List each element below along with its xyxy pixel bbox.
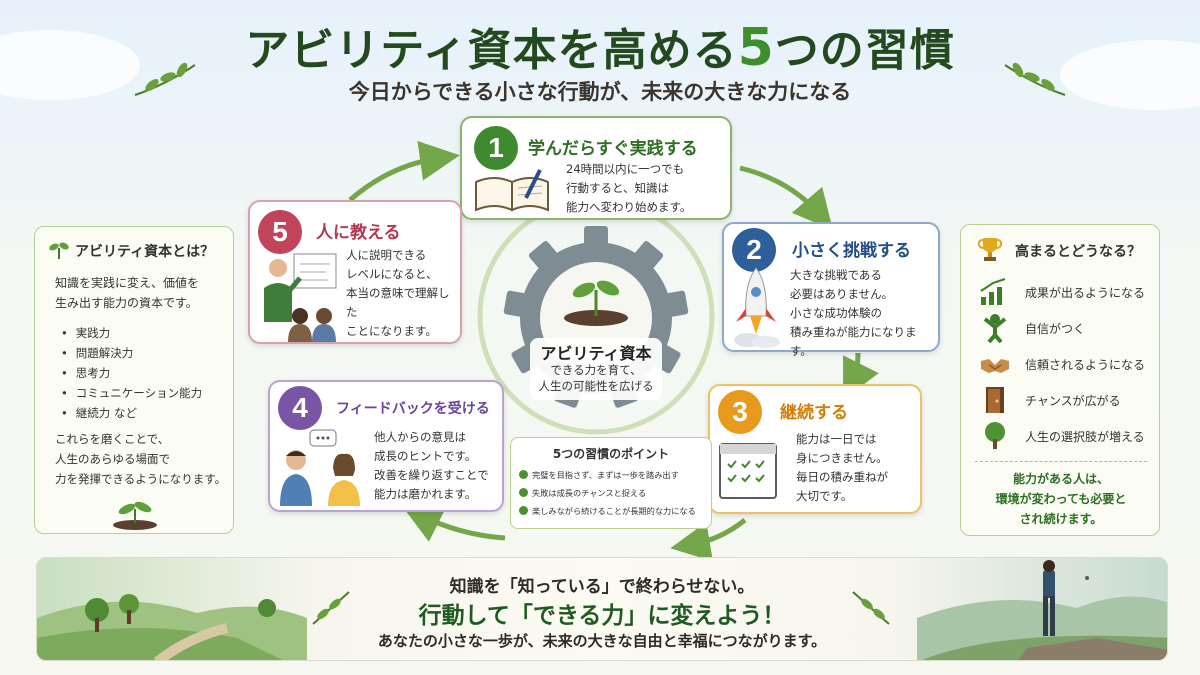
sprout-icon xyxy=(113,501,157,530)
habit-card-1: 1 学んだらすぐ実践する 24時間以内に一つでも 行動すると、知識は 能力へ変わ… xyxy=(460,116,732,220)
tree-icon xyxy=(985,422,1005,449)
benefit-item: 信頼されるようになる xyxy=(979,349,1145,379)
landscape-illustration xyxy=(37,560,1167,660)
benefit-item: チャンスが広がる xyxy=(979,385,1121,415)
list-item: 問題解決力 xyxy=(61,343,202,363)
panel-heading: アビリティ資本とは？ xyxy=(75,244,215,260)
banner-line-2: 行動して「できる力」に変えよう！ xyxy=(418,603,786,629)
habit-desc: 他人からの意見は 成長のヒントです。 改善を繰り返すことで 能力は磨かれます。 xyxy=(374,430,489,501)
open-door-icon xyxy=(986,387,1004,413)
panel-intro: 知識を実践に変え、価値を 生み出す能力の資本です。 xyxy=(55,276,200,310)
cloud-decoration xyxy=(1060,40,1200,110)
banner-line-1: 知識を「知っている」で終わらせない。 xyxy=(449,577,755,597)
panel-heading: 高まるとどうなる？ xyxy=(1015,244,1141,260)
habit-number-badge: 1 xyxy=(474,126,518,170)
leaf-sprig-icon xyxy=(1004,62,1066,96)
handshake-icon xyxy=(981,359,1009,373)
confident-person-icon xyxy=(983,314,1007,343)
habit-card-3: 3 継続する 能力は一日では 身につきません。 毎日の積み重ねが 大切です。 xyxy=(708,384,922,514)
cloud-decoration xyxy=(0,30,140,100)
calendar-icon xyxy=(719,443,777,499)
ability-capital-definition-panel: アビリティ資本とは？ 知識を実践に変え、価値を 生み出す能力の資本です。 実践力… xyxy=(34,226,234,534)
habit-title: フィードバックを受ける xyxy=(336,401,490,417)
book-icon xyxy=(475,169,549,212)
points-heading: 5つの習慣のポイント xyxy=(552,447,670,461)
habit-title: 人に教える xyxy=(316,223,401,243)
banner-line-3: あなたの小さな一歩が、未来の大きな自由と幸福につながります。 xyxy=(377,632,827,650)
habit-number-badge: 3 xyxy=(718,390,762,434)
check-icon xyxy=(519,488,528,497)
list-item: 楽しみながら続けることが長期的な力になる xyxy=(519,502,696,520)
habit-desc: 人に説明できる レベルになると、 本当の意味で理解した ことになります。 xyxy=(346,248,450,338)
trophy-icon xyxy=(977,238,1003,261)
habit-card-5: 5 人に教える 人に説明できる レベルになると、 本当の意味で理解した ことにな… xyxy=(248,200,462,344)
growth-chart-icon xyxy=(980,278,1006,305)
list-item: コミュニケーション能力 xyxy=(61,383,202,403)
habit-title: 学んだらすぐ実践する xyxy=(528,139,698,159)
benefit-item: 成果が出るようになる xyxy=(979,277,1145,307)
habit-desc: 能力は一日では 身につきません。 毎日の積み重ねが 大切です。 xyxy=(796,432,888,503)
check-icon xyxy=(519,470,528,479)
habit-number-badge: 5 xyxy=(258,210,302,254)
list-item: 失敗は成長のチャンスと捉える xyxy=(519,484,696,502)
teacher-icon xyxy=(264,253,337,342)
center-title: アビリティ資本 xyxy=(540,344,652,363)
habit-desc: 24時間以内に一つでも 行動すると、知識は 能力へ変わり始めます。 xyxy=(566,162,692,214)
habit-number-badge: 4 xyxy=(278,386,322,430)
list-item: 継続力 など xyxy=(61,403,202,423)
habit-points-box: 5つの習慣のポイント 完璧を目指さず、まずは一歩を踏み出す 失敗は成長のチャンス… xyxy=(510,437,712,529)
closing-banner: 知識を「知っている」で終わらせない。 行動して「できる力」に変えよう！ あなたの… xyxy=(36,557,1168,661)
list-item: 思考力 xyxy=(61,363,202,383)
list-item: 完璧を目指さず、まずは一歩を踏み出す xyxy=(519,466,696,484)
page-subtitle: 今日からできる小さな行動が、未来の大きな力になる xyxy=(348,80,852,104)
divider xyxy=(975,461,1147,462)
benefits-summary: 能力がある人は、 環境が変わっても必要と され続けます。 xyxy=(995,472,1127,526)
leaf-sprig-icon xyxy=(852,591,890,625)
benefit-item: 自信がつく xyxy=(979,313,1085,343)
sprout-icon xyxy=(49,242,69,259)
page-title: アビリティ資本を高める5つの習慣 xyxy=(245,18,955,78)
panel-outro: これらを磨くことで、 人生のあらゆる場面で 力を発揮できるようになります。 xyxy=(55,432,227,486)
center-label-box xyxy=(530,338,662,400)
leaf-sprig-icon xyxy=(312,591,350,625)
habit-card-2: 2 小さく挑戦する 大きな挑戦である 必要はありません。 小さな成功体験の 積み… xyxy=(722,222,940,358)
center-desc: できる力を育て、 人生の可能性を広げる xyxy=(538,363,654,393)
habit-title: 小さく挑戦する xyxy=(792,241,911,261)
habit-number-badge: 2 xyxy=(732,228,776,272)
rocket-icon xyxy=(734,267,780,348)
habit-desc: 大きな挑戦である 必要はありません。 小さな成功体験の 積み重ねが能力になります… xyxy=(790,268,917,358)
two-people-talking-icon xyxy=(280,429,360,506)
list-item: 実践力 xyxy=(61,323,202,343)
leaf-sprig-icon xyxy=(134,62,196,96)
benefit-item: 人生の選択肢が増える xyxy=(979,421,1145,451)
habit-title: 継続する xyxy=(780,403,848,423)
check-icon xyxy=(519,506,528,515)
benefits-panel: 高まるとどうなる？ 成果が出るようになる 自信がつく 信頼されるようになる チャ… xyxy=(960,224,1160,536)
habit-card-4: 4 フィードバックを受ける 他人からの意見は 成長のヒントです。 改善を繰り返す… xyxy=(268,380,504,512)
